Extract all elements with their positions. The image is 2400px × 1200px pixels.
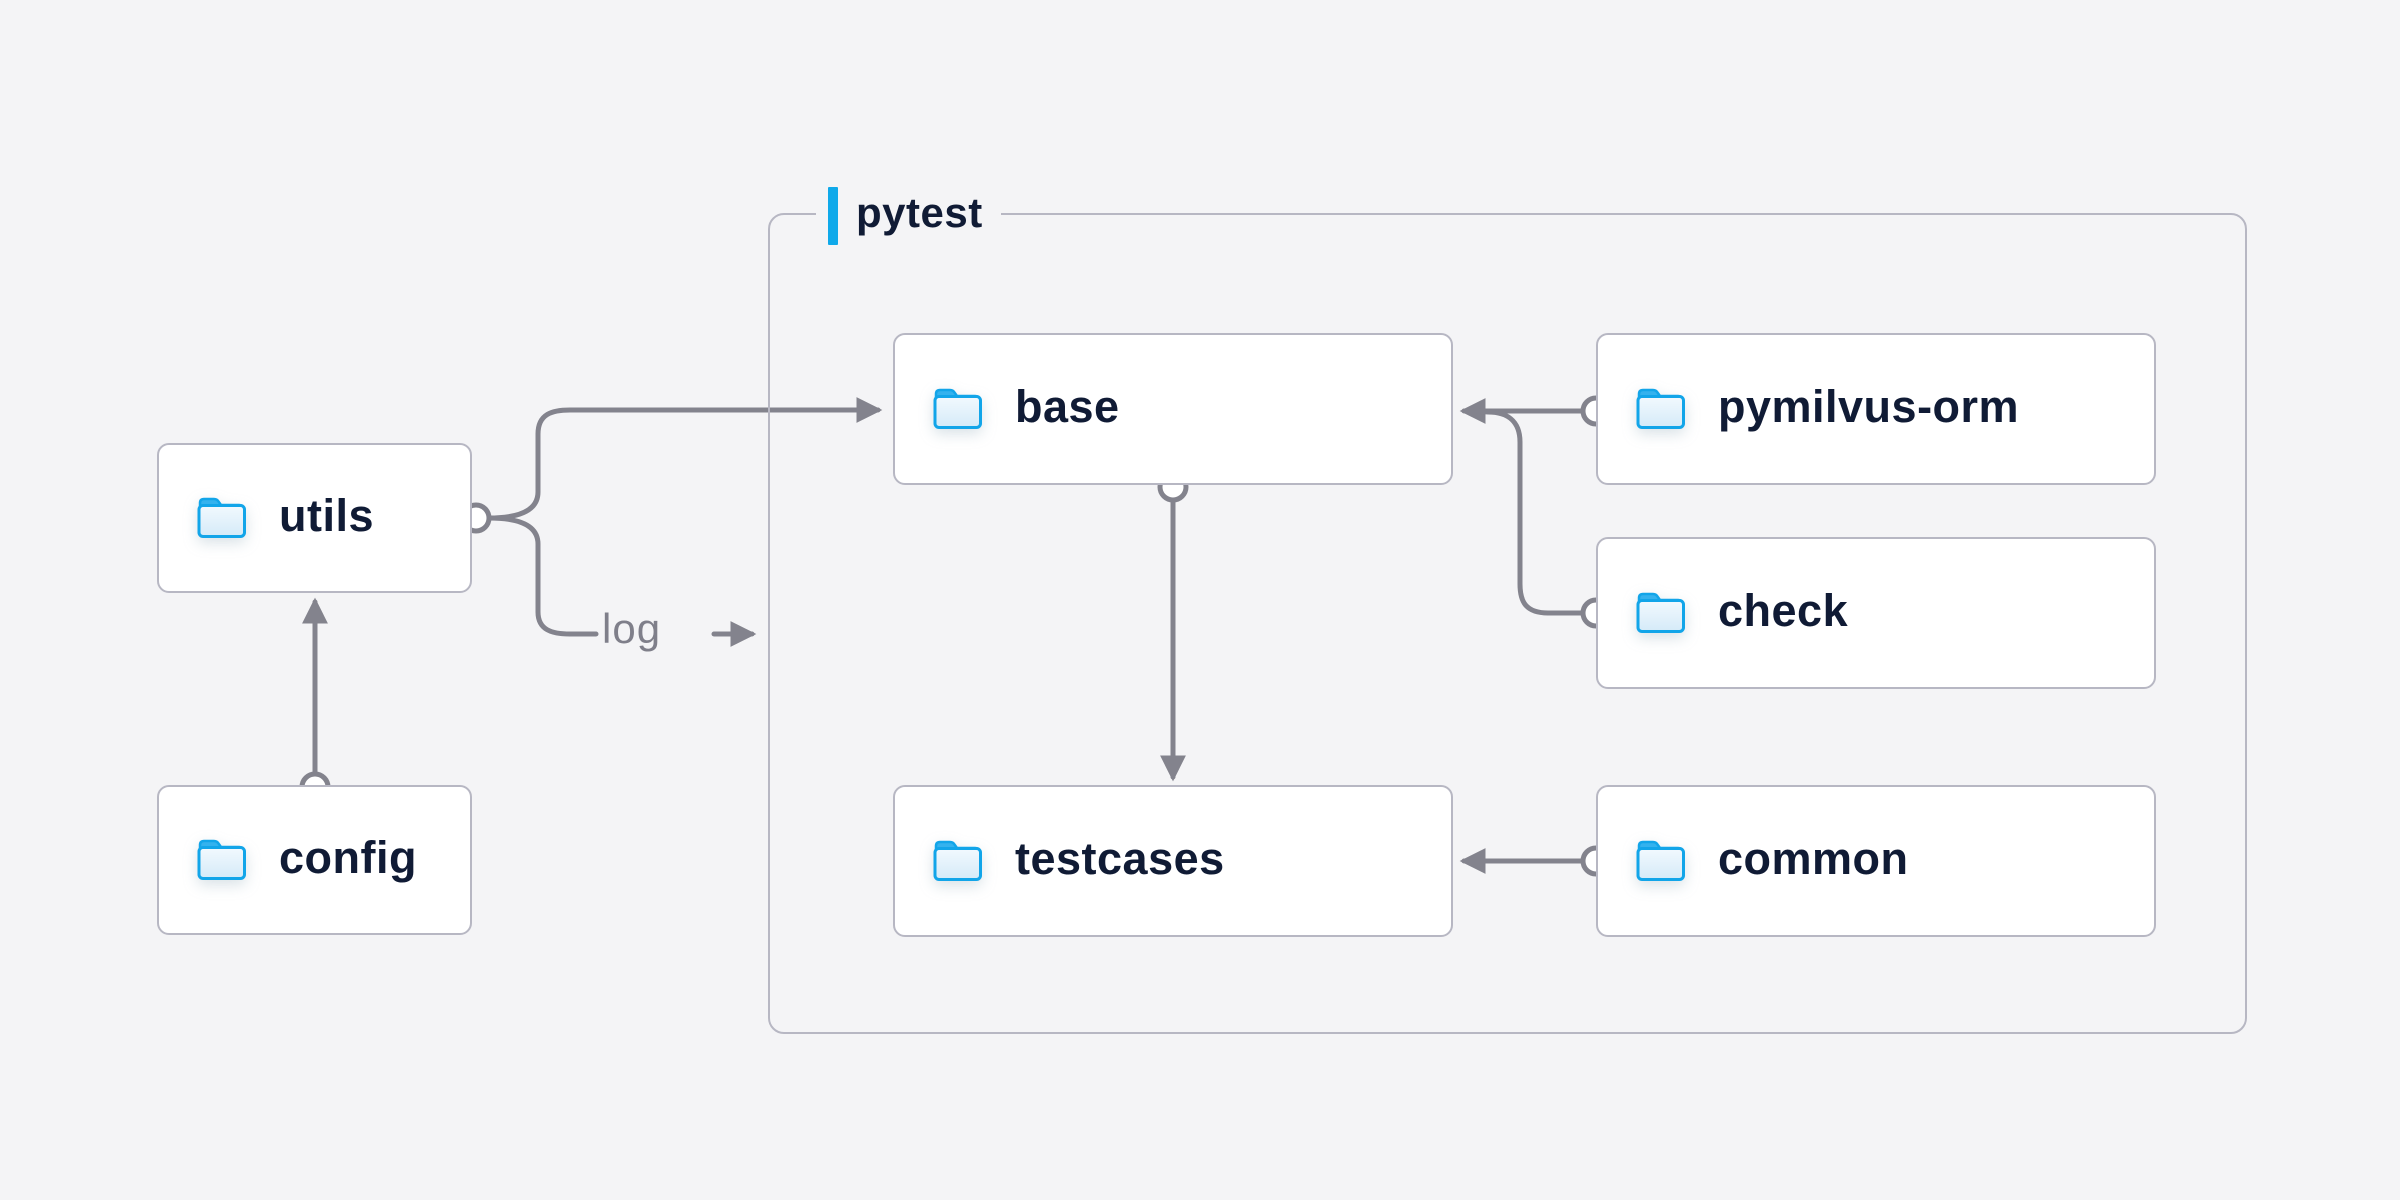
node-label: base [1015,380,1120,432]
folder-icon [933,840,982,881]
node-label: utils [279,489,375,541]
edge-utils-to-log [486,515,599,637]
node-label: common [1718,832,1909,884]
accent-bar [828,187,838,245]
node-check: check [1596,537,2156,689]
node-config: config [157,785,472,935]
folder-icon [1636,840,1685,881]
folder-icon [197,497,246,538]
node-label: pymilvus-orm [1718,380,2020,432]
node-utils: utils [157,443,472,593]
node-base: base [893,333,1453,485]
pytest-group-title: pytest [856,189,983,236]
node-label: check [1718,584,1849,636]
pytest-group-frame [768,213,2247,1034]
folder-icon [933,388,982,429]
node-common: common [1596,785,2156,937]
edge-label-log: log [602,605,662,652]
node-pymilvus-orm: pymilvus-orm [1596,333,2156,485]
folder-icon [1636,388,1685,429]
node-label: config [279,831,417,883]
folder-icon [1636,592,1685,633]
node-testcases: testcases [893,785,1453,937]
node-label: testcases [1015,832,1225,884]
pytest-group-label: pytest [816,186,1001,246]
folder-icon [197,839,246,880]
